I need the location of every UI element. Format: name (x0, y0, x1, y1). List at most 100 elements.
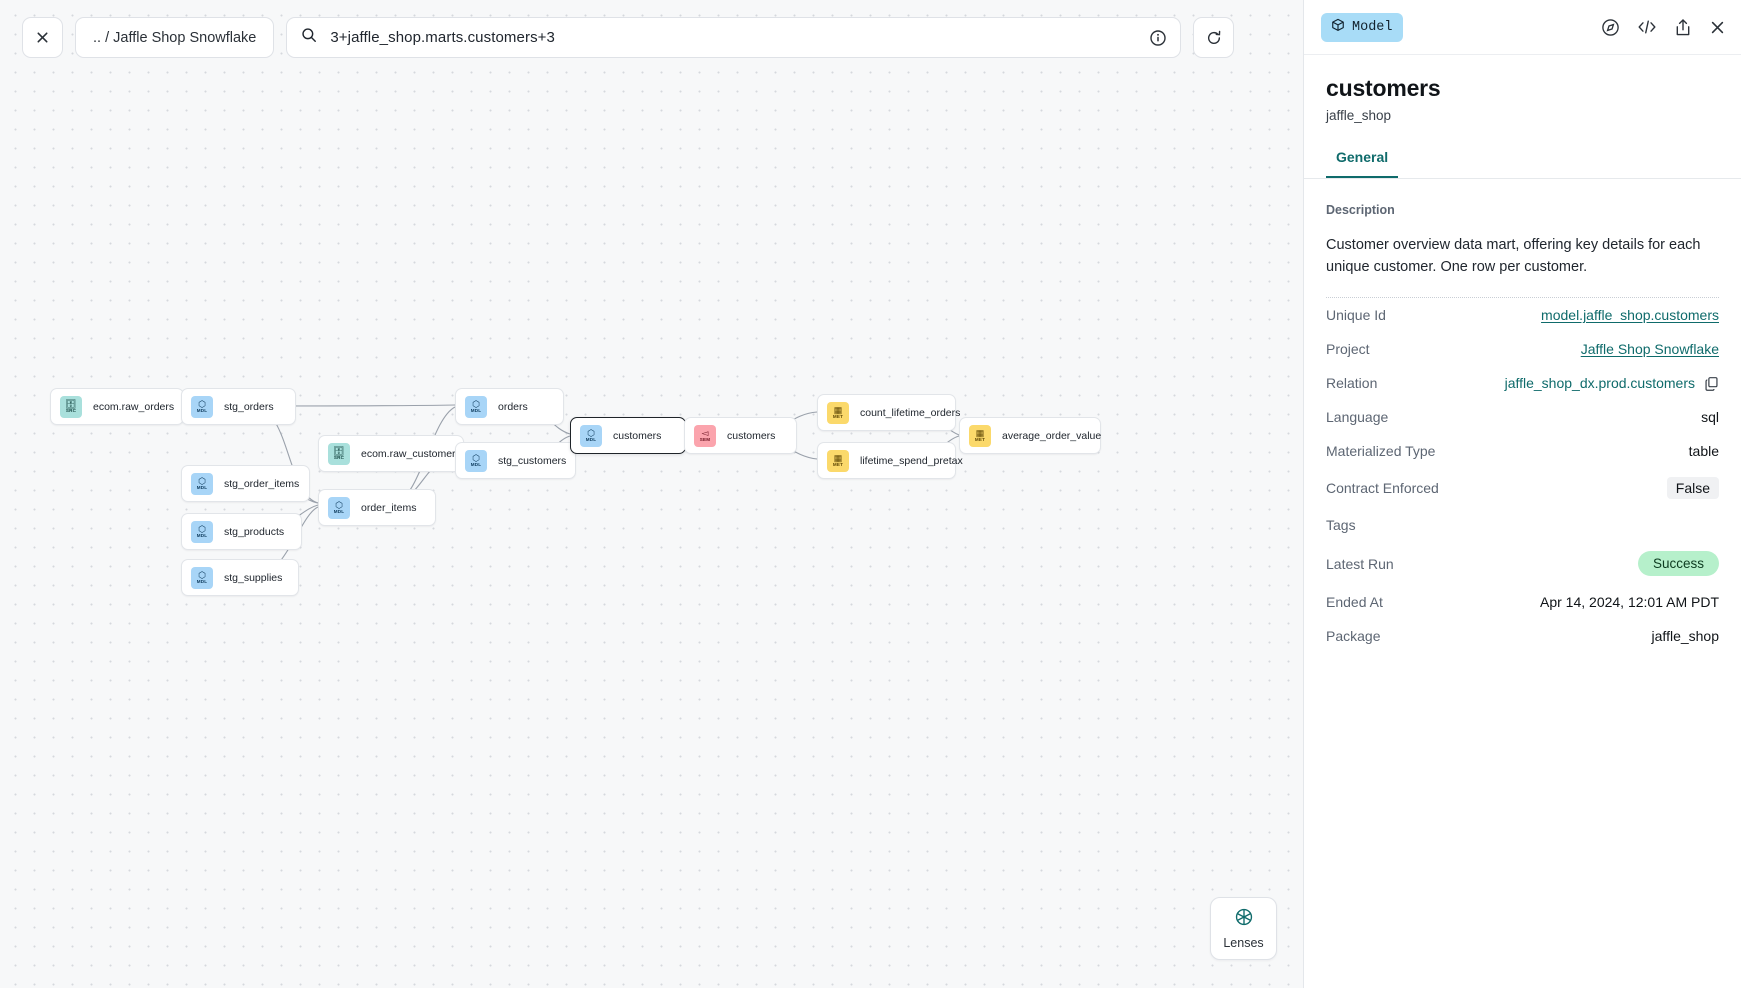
property-value: Apr 14, 2024, 12:01 AM PDT (1540, 594, 1719, 610)
share-icon[interactable] (1674, 18, 1692, 37)
node-label: stg_order_items (224, 477, 300, 490)
resource-type-chip[interactable]: Model (1321, 12, 1403, 42)
property-key: Project (1326, 341, 1370, 357)
property-value: table (1689, 443, 1719, 459)
node-type-icon-met: ▦MET (827, 449, 849, 472)
node-label: stg_orders (224, 400, 274, 413)
close-lineage-button[interactable] (22, 17, 63, 58)
node-type-icon-met: ▦MET (827, 401, 849, 424)
description-text: Customer overview data mart, offering ke… (1326, 237, 1701, 275)
status-badge: False (1666, 477, 1719, 499)
node-type-icon-mdl: ⬡MDL (580, 424, 602, 447)
lineage-node-customers_semantic[interactable]: ◅SEM customers (684, 417, 797, 454)
node-label: stg_products (224, 525, 285, 538)
relation-text[interactable]: jaffle_shop_dx.prod.customers (1504, 375, 1695, 391)
code-icon[interactable] (1637, 18, 1657, 36)
node-label: average_order_value (1002, 429, 1102, 442)
node-label: customers (727, 429, 776, 442)
node-type-icon-mdl: ⬡MDL (191, 566, 213, 589)
description-label: Description (1326, 203, 1395, 217)
node-label: stg_supplies (224, 571, 283, 584)
tab-general[interactable]: General (1326, 149, 1399, 178)
copy-icon[interactable] (1704, 376, 1719, 391)
property-row: Latest Run Success (1326, 542, 1719, 585)
lineage-node-stg_products[interactable]: ⬡MDL stg_products (181, 513, 302, 550)
details-panel: Model (1303, 0, 1741, 988)
property-text: table (1688, 443, 1719, 459)
property-value: jaffle_shop (1652, 628, 1719, 644)
property-value: model.jaffle_shop.customers (1541, 307, 1719, 323)
property-value: jaffle_shop_dx.prod.customers (1505, 375, 1719, 391)
panel-tabs: General (1304, 149, 1741, 179)
property-key: Materialized Type (1326, 443, 1436, 459)
lineage-node-ecom_raw_customers[interactable]: 🗄SRC ecom.raw_customers (318, 435, 464, 472)
property-text: sql (1701, 409, 1719, 425)
panel-subtitle: jaffle_shop (1326, 108, 1392, 123)
lenses-icon (1234, 907, 1254, 932)
info-icon[interactable] (1150, 29, 1167, 46)
property-row: Unique Id model.jaffle_shop.customers (1326, 298, 1719, 332)
property-value: Success (1637, 551, 1719, 576)
property-key: Unique Id (1326, 307, 1386, 323)
lineage-node-average_order_value[interactable]: ▦MET average_order_value (959, 417, 1101, 454)
lineage-node-count_lifetime_orders[interactable]: ▦MET count_lifetime_orders (817, 394, 960, 431)
node-type-icon-src: 🗄SRC (60, 395, 82, 418)
node-type-icon-met: ▦MET (969, 424, 991, 447)
lineage-node-order_items[interactable]: ⬡MDL order_items (318, 489, 436, 526)
property-key: Package (1326, 628, 1381, 644)
lineage-node-stg_supplies[interactable]: ⬡MDL stg_supplies (181, 559, 299, 596)
node-label: stg_customers (498, 454, 567, 467)
lineage-node-stg_order_items[interactable]: ⬡MDL stg_order_items (181, 465, 310, 502)
cube-icon (1331, 18, 1345, 37)
panel-content: Description Customer overview data mart,… (1304, 179, 1741, 988)
lineage-node-ecom_raw_orders[interactable]: 🗄SRC ecom.raw_orders (50, 388, 184, 425)
node-type-icon-mdl: ⬡MDL (191, 472, 213, 495)
property-link[interactable]: Jaffle Shop Snowflake (1580, 341, 1719, 357)
property-key: Latest Run (1326, 555, 1394, 572)
node-label: lifetime_spend_pretax (860, 454, 963, 467)
search-icon (301, 27, 317, 48)
property-value: False (1666, 477, 1719, 499)
property-text: Apr 14, 2024, 12:01 AM PDT (1540, 594, 1719, 610)
lineage-canvas[interactable]: .. / Jaffle Shop Snowflake 3+jaffle_shop… (0, 0, 1303, 988)
property-link[interactable]: model.jaffle_shop.customers (1541, 307, 1719, 323)
panel-action-icons (1601, 18, 1726, 37)
node-label: count_lifetime_orders (860, 406, 961, 419)
resource-type-label: Model (1352, 19, 1393, 35)
close-icon[interactable] (1709, 19, 1726, 36)
lineage-node-lifetime_spend_pretax[interactable]: ▦MET lifetime_spend_pretax (817, 442, 963, 479)
compass-icon[interactable] (1601, 18, 1620, 37)
breadcrumb[interactable]: .. / Jaffle Shop Snowflake (75, 17, 275, 58)
search-query-text: 3+jaffle_shop.marts.customers+3 (330, 29, 555, 46)
refresh-button[interactable] (1193, 17, 1235, 58)
node-type-icon-mdl: ⬡MDL (465, 395, 487, 418)
node-type-icon-mdl: ⬡MDL (191, 395, 213, 418)
property-row: Contract Enforced False (1326, 468, 1719, 508)
lineage-node-customers_model[interactable]: ⬡MDL customers (570, 417, 686, 454)
property-key: Relation (1326, 375, 1378, 391)
node-label: customers (613, 429, 662, 442)
node-label: order_items (361, 501, 417, 514)
node-type-icon-sem: ◅SEM (694, 424, 716, 447)
divider (1326, 297, 1719, 298)
node-type-icon-src: 🗄SRC (328, 442, 350, 465)
lineage-node-stg_orders[interactable]: ⬡MDL stg_orders (181, 388, 296, 425)
property-value: Jaffle Shop Snowflake (1581, 341, 1719, 357)
node-label: ecom.raw_orders (93, 400, 175, 413)
canvas-toolbar: .. / Jaffle Shop Snowflake 3+jaffle_shop… (22, 17, 1235, 58)
lenses-button[interactable]: Lenses (1210, 897, 1277, 960)
property-key: Tags (1326, 517, 1356, 533)
lineage-search-input[interactable]: 3+jaffle_shop.marts.customers+3 (286, 17, 1182, 58)
node-type-icon-mdl: ⬡MDL (191, 520, 213, 543)
node-label: ecom.raw_customers (361, 447, 461, 460)
property-row: Package jaffle_shop (1326, 619, 1719, 653)
node-type-icon-mdl: ⬡MDL (328, 496, 350, 519)
property-key: Contract Enforced (1326, 480, 1439, 496)
property-row: Relation jaffle_shop_dx.prod.customers (1326, 366, 1719, 400)
